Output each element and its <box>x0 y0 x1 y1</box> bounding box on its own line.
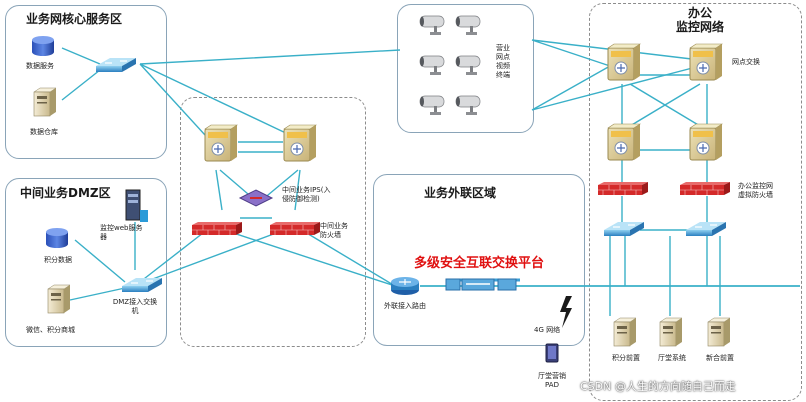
core-zone <box>5 5 167 159</box>
data-service-icon <box>32 36 54 56</box>
watermark: CSDN @人生的方向随自己而走 <box>580 380 736 393</box>
camera-icon <box>419 95 445 116</box>
office-firewall-label: 办公监控网 虚拟防火墙 <box>738 182 773 199</box>
office-dashed-zone <box>589 3 802 401</box>
office-firewall-left-icon <box>597 181 649 196</box>
firewall-left-icon <box>191 221 243 236</box>
ips-icon <box>238 189 274 207</box>
dmz-switch-icon <box>121 277 163 293</box>
monitor-web-server-icon <box>125 189 148 222</box>
hall-system-server-icon <box>659 317 683 347</box>
camera-icon <box>419 55 445 76</box>
new-front-server-icon <box>707 317 731 347</box>
external-zone-title: 业务外联区域 <box>424 186 497 200</box>
data-warehouse-icon <box>33 87 57 117</box>
external-router-icon <box>391 277 419 295</box>
office-zone-title: 办公 监控网络 <box>675 6 724 34</box>
dmz-switch-label: DMZ接入交换 机 <box>112 298 158 315</box>
firewall-label: 中间业务 防火墙 <box>320 222 348 239</box>
camera-icon <box>455 55 481 76</box>
office-core-right-icon <box>689 123 723 161</box>
points-front-server-icon <box>613 317 637 347</box>
wechat-mall-label: 微信、积分商城 <box>26 326 75 334</box>
wechat-mall-server-icon <box>47 284 71 314</box>
data-warehouse-label: 数据仓库 <box>30 128 58 136</box>
office-switch-left-icon <box>603 221 645 237</box>
new-front-label: 新合前置 <box>706 354 734 362</box>
camera-icon <box>455 95 481 116</box>
lightning-icon <box>560 296 572 328</box>
branch-switch-right-icon <box>689 43 723 81</box>
monitor-web-label: 监控web服务 器 <box>100 224 143 241</box>
external-zone <box>373 174 585 346</box>
hall-system-label: 厅堂系统 <box>658 354 686 362</box>
core-switch-icon <box>95 57 137 73</box>
branch-switch-label: 网点交换 <box>732 58 760 66</box>
branch-switch-left-icon <box>607 43 641 81</box>
network-4g-label: 4G 网络 <box>534 326 561 334</box>
points-data-icon <box>46 228 68 248</box>
hall-pad-label: 厅堂营销 PAD <box>538 372 566 389</box>
firewall-right-icon <box>269 221 321 236</box>
external-router-label: 外联接入路由 <box>384 302 426 310</box>
middle-dashed-zone <box>180 97 366 347</box>
dmz-zone-title: 中间业务DMZ区 <box>20 186 111 200</box>
points-front-label: 积分前置 <box>612 354 640 362</box>
platform-title: 多级安全互联交换平台 <box>414 256 545 271</box>
office-switch-right-icon <box>685 221 727 237</box>
core-zone-title: 业务网核心服务区 <box>26 12 123 26</box>
camera-icon <box>455 15 481 36</box>
office-firewall-right-icon <box>679 181 731 196</box>
core-router-right-icon <box>283 124 317 162</box>
ips-label: 中间业务IPS(入 侵防御检测) <box>282 186 331 203</box>
points-data-label: 积分数据 <box>44 256 72 264</box>
data-service-label: 数据服务 <box>26 62 54 70</box>
office-core-left-icon <box>607 123 641 161</box>
camera-icon <box>419 15 445 36</box>
platform-device-icon <box>445 278 517 291</box>
cameras-label: 营业 网点 视频 终端 <box>496 44 510 79</box>
core-router-left-icon <box>204 124 238 162</box>
connection-lines <box>61 39 800 316</box>
pad-icon <box>545 343 559 363</box>
